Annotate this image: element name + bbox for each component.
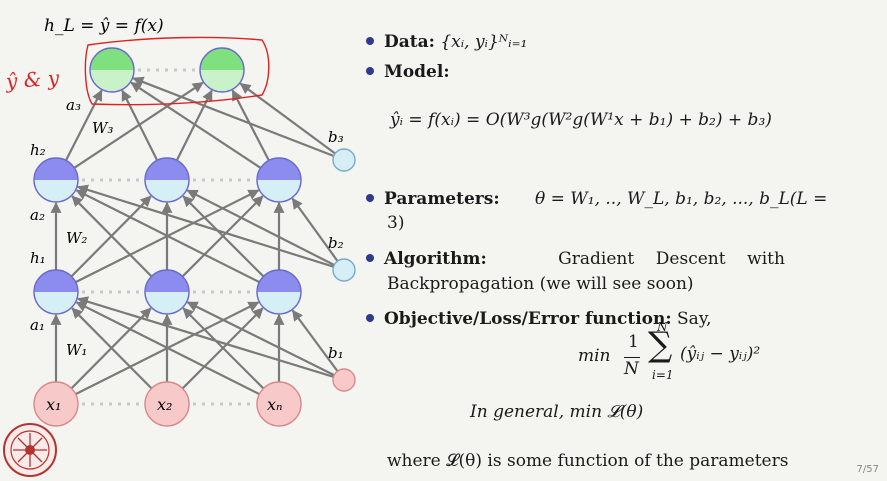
hidden-node-h2 [256, 157, 302, 203]
obj-label: Objective/Loss/Error function: [384, 309, 672, 329]
algo-line1: Gradient Descent with [558, 249, 785, 269]
bias-node-b2 [332, 258, 356, 282]
output-formula: h_L = ŷ = f(x) [44, 16, 164, 36]
bullet-icon [366, 36, 374, 45]
params-label: Parameters: [384, 189, 500, 209]
handwritten-annotation: ŷ & y [4, 36, 270, 106]
bullet-icon [366, 253, 374, 262]
bullet-algorithm: Algorithm: Gradient Descent with [366, 247, 850, 271]
neural-network-diagram: h_L = ŷ = f(x) ŷ & y a₃ W₃ h₂ b₃ a₂ W₂ h… [3, 16, 356, 477]
algo-label: Algorithm: [384, 249, 487, 269]
obj-frac-bar [624, 357, 640, 358]
edge-b3-output [239, 82, 336, 155]
bullet-icon [366, 193, 374, 202]
data-label: Data: [384, 32, 435, 52]
obj-frac-num: 1 [628, 332, 639, 352]
edge-h2-output [65, 89, 103, 161]
label-a1: a₁ [30, 316, 45, 334]
institute-logo [3, 423, 57, 477]
output-node [199, 47, 245, 93]
input-node [144, 381, 190, 427]
edge-input-h1 [71, 307, 153, 390]
label-a3: a₃ [66, 96, 81, 114]
label-b3: b₃ [328, 128, 344, 146]
bullet-model: Model: [366, 60, 450, 84]
label-h1: h₁ [30, 249, 46, 267]
params-expr-line2: 3) [387, 213, 405, 233]
label-b1: b₁ [328, 344, 344, 362]
obj-sum-top: N [657, 320, 668, 334]
model-expr: ŷᵢ = f(xᵢ) = O(W³g(W²g(W¹x + b₁) + b₂) +… [390, 110, 772, 130]
network-nodes [33, 47, 356, 427]
edge-h1-h2 [75, 189, 260, 284]
layer-dotted-links [82, 68, 253, 406]
edge-b2-h2 [76, 184, 334, 268]
hidden-node-h1 [144, 269, 190, 315]
input-x1-label: x₁ [46, 395, 61, 414]
params-expr-line1: θ = W₁, .., W_L, b₁, b₂, ..., b_L(L = [535, 189, 828, 209]
label-W3: W₃ [92, 119, 113, 137]
edge-h2-output [231, 89, 270, 161]
obj-sum-sign: ∑ [648, 325, 673, 365]
bullet-icon [366, 313, 374, 322]
model-label: Model: [384, 62, 450, 82]
bullet-icon [366, 66, 374, 75]
where-text: where 𝓛(θ) is some function of the param… [387, 451, 789, 471]
obj-min: min [578, 346, 611, 366]
obj-term: (ŷᵢⱼ − yᵢⱼ)² [680, 344, 761, 364]
edge-b3-output [132, 76, 335, 158]
edge-h2-output [130, 81, 262, 169]
page-number: 7/57 [856, 464, 879, 475]
label-a2: a₂ [30, 206, 45, 224]
edge-h2-output [121, 89, 159, 161]
general-line: In general, min 𝓛(θ) [470, 400, 643, 424]
bullet-data: Data: {xᵢ, yᵢ}ᴺᵢ₌₁ [366, 30, 527, 54]
bias-node-b3 [332, 148, 356, 172]
data-expr: {xᵢ, yᵢ}ᴺᵢ₌₁ [440, 32, 528, 52]
label-h2: h₂ [30, 141, 46, 159]
params-continuation: 3) [387, 211, 404, 235]
edge-b2-h2 [291, 197, 339, 262]
hidden-node-h1 [33, 269, 79, 315]
hidden-node-h2 [144, 157, 190, 203]
label-W1: W₁ [66, 341, 87, 359]
edge-b1-h1 [76, 296, 334, 378]
network-edges [50, 76, 339, 396]
input-x2-label: x₂ [157, 395, 172, 414]
edge-input-h1 [182, 307, 265, 390]
model-expression: ŷᵢ = f(xᵢ) = O(W³g(W²g(W¹x + b₁) + b₂) +… [390, 108, 772, 132]
label-b2: b₂ [328, 234, 344, 252]
general-text: In general, min 𝓛(θ) [470, 402, 644, 422]
edge-h1-h2 [71, 195, 153, 278]
obj-say: Say, [677, 309, 712, 329]
label-W2: W₂ [66, 229, 87, 247]
where-line: where 𝓛(θ) is some function of the param… [387, 449, 788, 473]
bullet-objective: Objective/Loss/Error function: Say, [366, 307, 712, 331]
input-xn-label: xₙ [267, 395, 283, 414]
handwritten-note: ŷ & y [4, 66, 60, 94]
obj-frac-den: N [624, 359, 639, 379]
obj-sum-bot: i=1 [652, 368, 674, 382]
edge-b1-h1 [291, 309, 339, 372]
output-node [89, 47, 135, 93]
edge-input-h1 [75, 301, 260, 396]
hidden-node-h1 [256, 269, 302, 315]
bullet-parameters: Parameters: θ = W₁, .., W_L, b₁, b₂, ...… [366, 187, 850, 211]
input-node [256, 381, 302, 427]
algo-continuation: Backpropagation (we will see soon) [387, 272, 694, 296]
algo-line2: Backpropagation (we will see soon) [387, 274, 694, 294]
edge-b2-h2 [186, 189, 335, 266]
edge-b1-h1 [186, 301, 335, 377]
input-node [33, 381, 79, 427]
bias-node-b1 [332, 368, 356, 392]
hidden-node-h2 [33, 157, 79, 203]
edge-h1-h2 [182, 195, 265, 278]
